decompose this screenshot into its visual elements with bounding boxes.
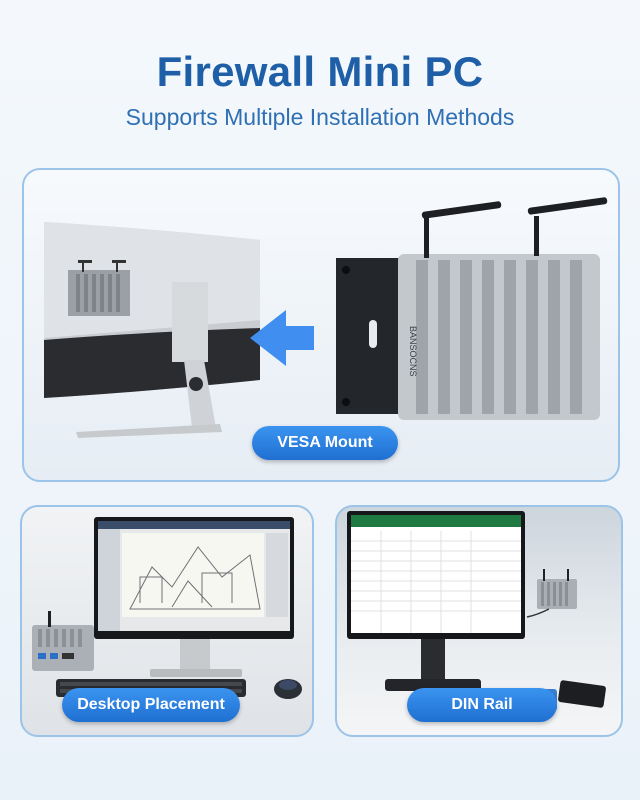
desktop-placement-panel: Desktop Placement <box>20 505 314 737</box>
monitor-back-image <box>44 222 260 438</box>
desktop-placement-label: Desktop Placement <box>62 688 240 722</box>
vesa-mount-illustration: BANSOCNS <box>44 197 608 438</box>
din-rail-illustration <box>347 511 606 711</box>
page-subtitle: Supports Multiple Installation Methods <box>125 104 515 130</box>
mouse-image <box>274 679 302 699</box>
phone-image <box>558 680 606 708</box>
workstation-monitor-image <box>347 511 525 691</box>
din-rail-label: DIN Rail <box>407 688 557 722</box>
vesa-mount-label: VESA Mount <box>252 426 398 460</box>
mini-pc-with-vesa-plate-image <box>336 197 608 420</box>
desktop-monitor-image <box>94 517 294 677</box>
vesa-mount-panel: BANSOCNS VESA Mount <box>22 168 620 482</box>
device-brand-logo: BANSOCNS <box>408 326 418 377</box>
mini-pc-image <box>32 611 94 671</box>
wall-mounted-mini-pc-image <box>526 569 577 618</box>
page-title: Firewall Mini PC <box>156 48 484 95</box>
din-rail-panel: DIN Rail <box>335 505 623 737</box>
arrow-left-icon <box>250 310 314 366</box>
